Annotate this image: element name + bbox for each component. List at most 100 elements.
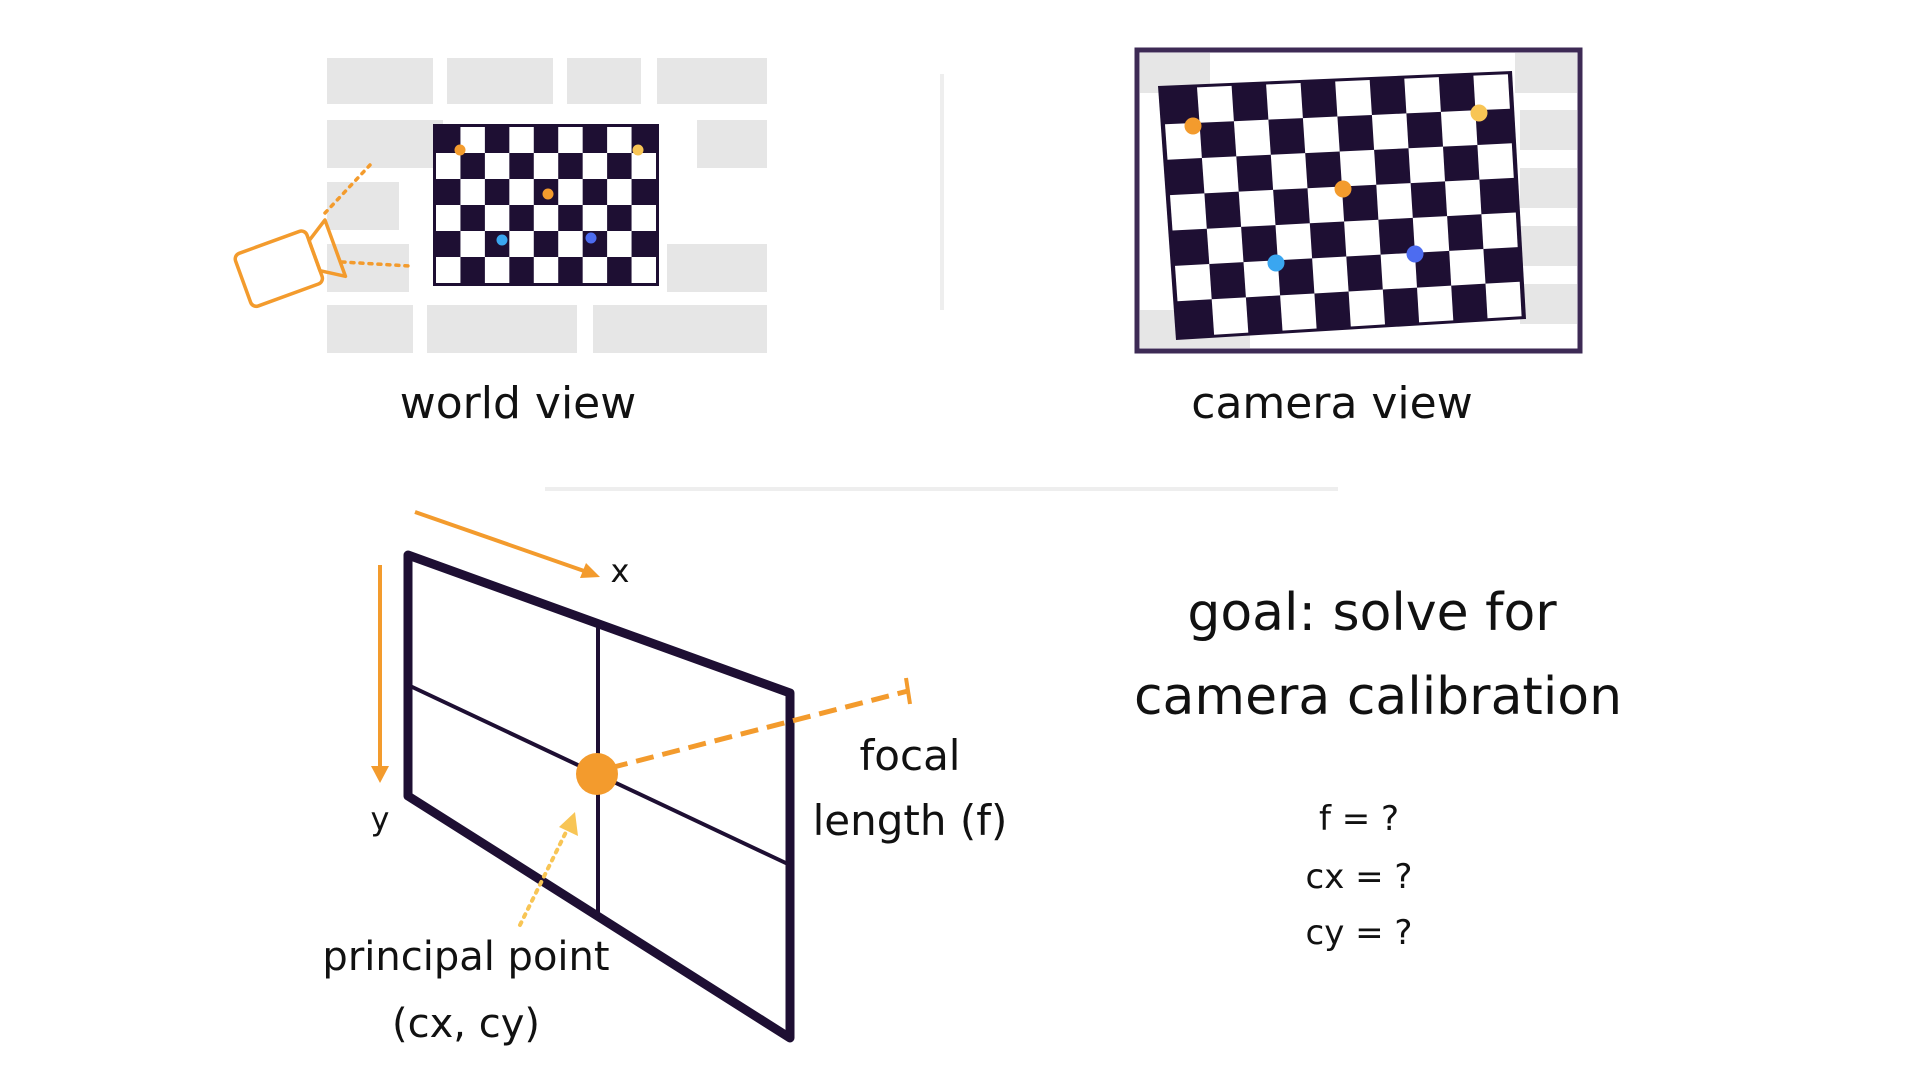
- board-square: [484, 205, 510, 231]
- brick: [1520, 110, 1577, 150]
- board-square: [1238, 189, 1276, 227]
- brick: [1515, 53, 1577, 93]
- board-square: [631, 153, 656, 179]
- x-axis-arrow: [414, 510, 600, 578]
- board-square: [1307, 186, 1345, 224]
- board-square: [1335, 80, 1372, 117]
- board-square: [1481, 212, 1518, 249]
- x-axis-label: x: [611, 552, 630, 590]
- brick: [327, 244, 409, 292]
- board-square: [1266, 83, 1303, 120]
- brick: [327, 305, 413, 353]
- feature-point: [632, 144, 644, 156]
- board-square: [631, 257, 656, 283]
- board-square: [582, 153, 608, 179]
- equation-f: f = ?: [1319, 799, 1399, 839]
- board-square: [607, 231, 632, 257]
- image-plane-frame: [403, 550, 795, 1043]
- brick: [593, 305, 767, 353]
- board-square: [1201, 156, 1239, 194]
- goal-line-1: goal: solve for: [1187, 583, 1557, 643]
- board-square: [533, 153, 559, 179]
- feature-point: [542, 188, 554, 200]
- y-axis-label: y: [371, 800, 390, 838]
- principal-point-label-1: principal point: [322, 934, 609, 980]
- board-square: [1348, 289, 1385, 327]
- board-square: [509, 231, 534, 257]
- board-square: [607, 179, 632, 205]
- brick: [1520, 168, 1577, 208]
- board-square: [1412, 216, 1450, 253]
- board-square: [1275, 223, 1313, 261]
- feature-point: [1406, 245, 1424, 263]
- brick: [427, 305, 577, 353]
- equation-cy: cy = ?: [1306, 913, 1413, 953]
- board-square: [607, 127, 632, 153]
- camera-view-panel: camera view: [1134, 47, 1583, 429]
- board-square: [631, 205, 656, 231]
- board-square: [1312, 256, 1349, 294]
- principal-point-marker: [576, 753, 618, 795]
- board-square: [1417, 285, 1454, 323]
- board-square: [436, 153, 461, 179]
- board-square: [1211, 297, 1249, 335]
- board-square: [1371, 113, 1409, 150]
- unknowns-list: f = ? cx = ? cy = ?: [1306, 799, 1413, 953]
- board-square: [558, 231, 583, 257]
- feature-point: [496, 234, 508, 246]
- board-square: [1445, 179, 1482, 217]
- feature-point: [1267, 254, 1285, 272]
- world-checkerboard: [433, 124, 659, 286]
- board-square: [1449, 249, 1486, 286]
- image-plane-diagram: x y focal length (f) principal point (cx…: [322, 510, 1008, 1047]
- board-square: [533, 257, 559, 283]
- board-square: [1408, 146, 1445, 184]
- brick: [667, 244, 767, 292]
- world-view-label: world view: [400, 378, 636, 429]
- principal-point-arrow: [518, 812, 578, 927]
- board-square: [484, 257, 510, 283]
- board-square: [1339, 149, 1377, 187]
- equation-cx: cx = ?: [1306, 857, 1413, 897]
- board-square: [558, 127, 583, 153]
- goal-text: goal: solve for camera calibration: [1134, 583, 1622, 727]
- board-square: [1477, 143, 1514, 180]
- board-square: [1270, 153, 1308, 190]
- focal-length-line: [609, 677, 912, 771]
- board-square: [1206, 226, 1244, 264]
- board-square: [1485, 281, 1522, 319]
- camera-view-label: camera view: [1191, 378, 1472, 429]
- focal-length-label-1: focal: [860, 731, 961, 780]
- board-square: [1440, 110, 1478, 147]
- brick: [657, 58, 767, 104]
- board-square: [484, 153, 510, 179]
- board-square: [1473, 74, 1510, 111]
- camera-feature-points: [1184, 104, 1488, 272]
- board-square: [1170, 193, 1207, 231]
- board-square: [582, 257, 608, 283]
- feature-point: [454, 144, 466, 156]
- y-axis-arrow: [371, 565, 389, 783]
- principal-point-label-2: (cx, cy): [392, 1001, 540, 1047]
- board-square: [582, 205, 608, 231]
- goal-line-2: camera calibration: [1134, 667, 1622, 727]
- feature-point: [1334, 180, 1352, 198]
- camera-icon: [233, 163, 412, 309]
- board-square: [1380, 252, 1417, 290]
- board-square: [436, 205, 461, 231]
- focal-length-label-2: length (f): [813, 796, 1008, 845]
- camera-frame: [1134, 47, 1583, 354]
- camera-checkerboard: [1158, 71, 1526, 340]
- board-square: [460, 231, 485, 257]
- brick: [327, 182, 399, 230]
- board-square: [509, 127, 534, 153]
- board-square: [533, 205, 559, 231]
- brick: [1520, 226, 1577, 266]
- board-square: [1344, 219, 1381, 257]
- brick: [567, 58, 641, 104]
- board-square: [436, 257, 461, 283]
- board-square: [1404, 77, 1441, 114]
- board-square: [1280, 293, 1317, 331]
